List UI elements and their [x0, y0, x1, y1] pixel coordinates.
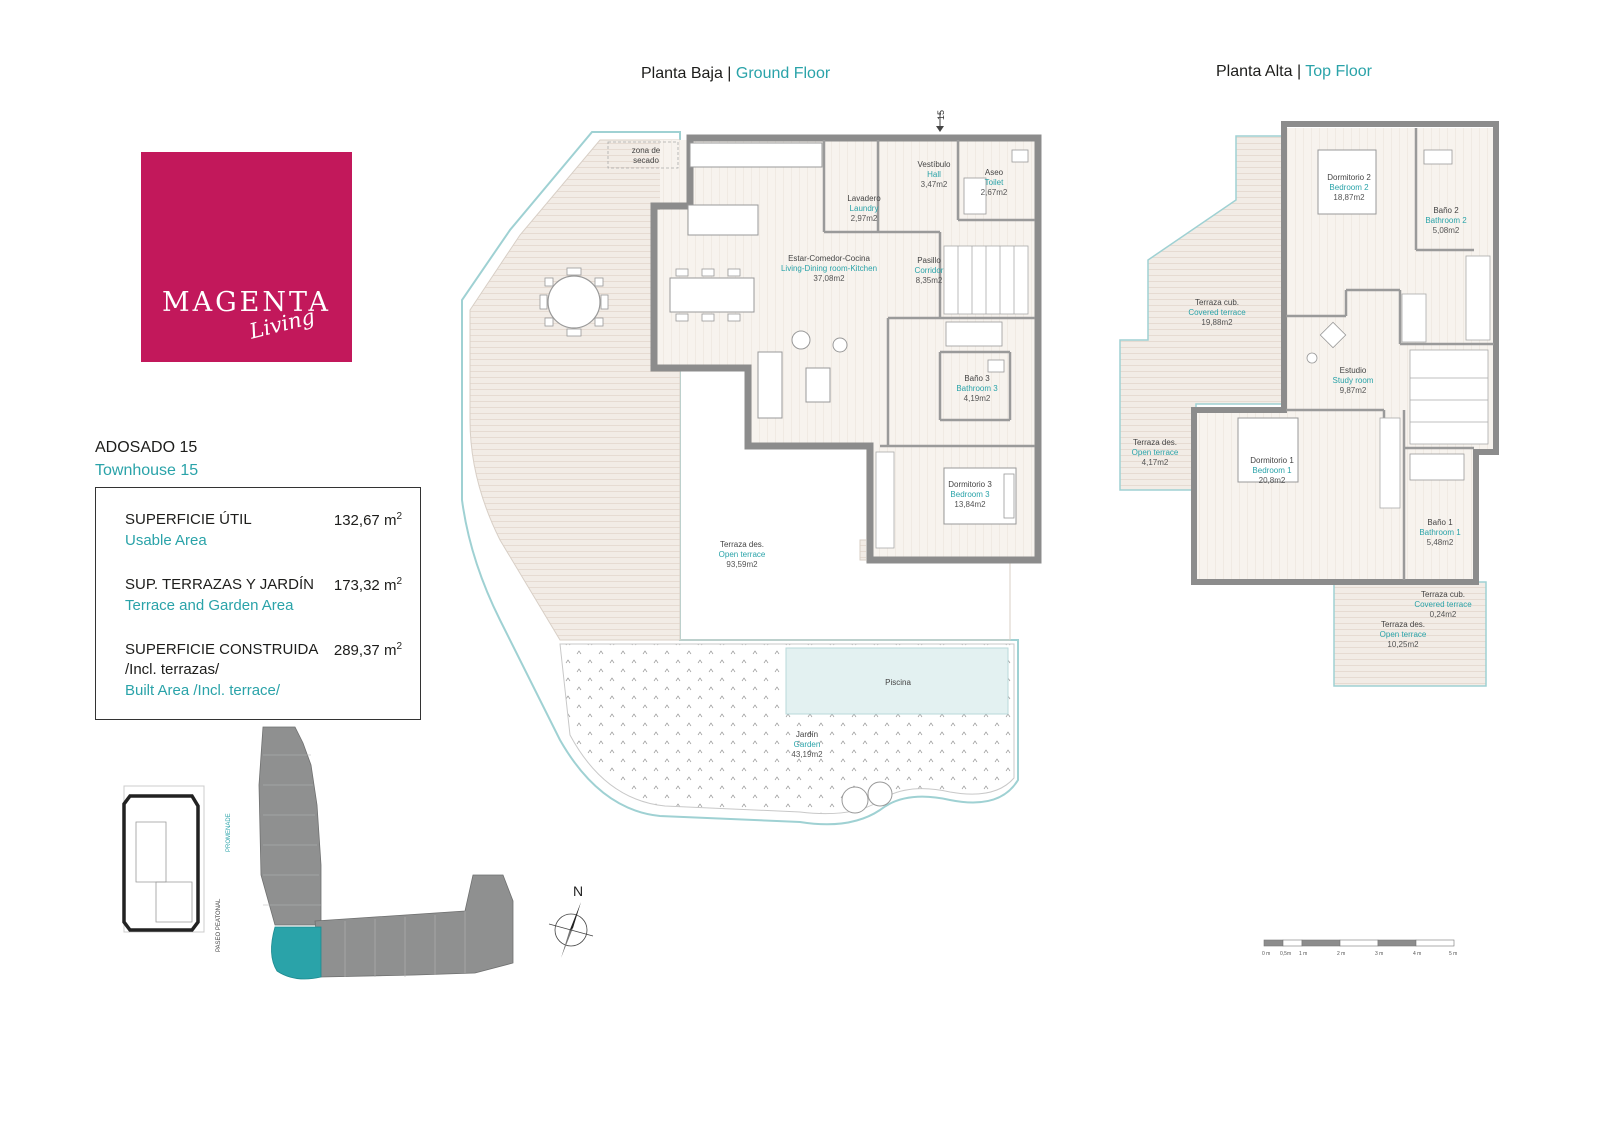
label-pool: Piscina	[885, 678, 911, 687]
top-staircase	[1409, 349, 1489, 445]
unit-code: ADOSADO 15	[95, 439, 198, 456]
north-label: N	[573, 886, 583, 899]
pool	[785, 647, 1009, 715]
svg-text:0,5m: 0,5m	[1280, 951, 1291, 957]
svg-text:15: 15	[936, 110, 946, 120]
sofa	[757, 351, 783, 419]
terrace-garden-area: SUP. TERRAZAS Y JARDÍN Terrace and Garde…	[125, 576, 402, 614]
north-arrow-icon: N	[548, 886, 594, 958]
bed-bedroom1	[1237, 417, 1299, 483]
ground-floor-plan: 15	[461, 110, 1042, 826]
site-location-plan: PASEO PEATONAL PROMENADE	[122, 785, 232, 952]
svg-text:5 m: 5 m	[1449, 951, 1457, 957]
block-plan	[258, 726, 514, 980]
built-area: SUPERFICIE CONSTRUIDA /Incl. terrazas/ B…	[125, 641, 402, 699]
unit-code-en: Townhouse 15	[95, 462, 199, 479]
kitchen-island	[687, 204, 759, 236]
bed-bedroom2	[1317, 149, 1377, 215]
svg-text:2 m: 2 m	[1337, 951, 1345, 957]
coffee-table	[805, 367, 831, 403]
outdoor-table	[547, 275, 601, 329]
kitchen-counter	[689, 142, 823, 168]
brand-name: MAGENTA	[161, 287, 332, 318]
svg-text:3 m: 3 m	[1375, 951, 1383, 957]
area-summary: SUPERFICIE ÚTIL Usable Area 132,67 m2 SU…	[95, 487, 421, 720]
svg-text:1 m: 1 m	[1299, 951, 1307, 957]
svg-text:0 m: 0 m	[1262, 951, 1270, 957]
ground-floor-title: Planta Baja | Ground Floor	[641, 65, 831, 82]
staircase	[943, 245, 1029, 315]
street-label-1: PASEO PEATONAL	[216, 898, 222, 952]
usable-area: SUPERFICIE ÚTIL Usable Area 132,67 m2	[125, 511, 402, 549]
street-label-2: PROMENADE	[226, 813, 232, 852]
open-terrace-south	[1333, 581, 1487, 687]
svg-text:4 m: 4 m	[1413, 951, 1421, 957]
drying-zone	[607, 141, 679, 169]
top-floor-plan	[1119, 121, 1499, 687]
highlighted-unit	[271, 926, 322, 980]
brand-logo: MAGENTA Living	[141, 152, 352, 362]
plot-boundary	[461, 131, 1019, 826]
scale-bar: 0 m 0,5m 1 m 2 m 3 m 4 m 5 m	[1262, 938, 1462, 965]
site-block-outline	[122, 794, 200, 932]
dining-table	[669, 277, 755, 313]
top-floor-title: Planta Alta | Top Floor	[1216, 63, 1372, 80]
